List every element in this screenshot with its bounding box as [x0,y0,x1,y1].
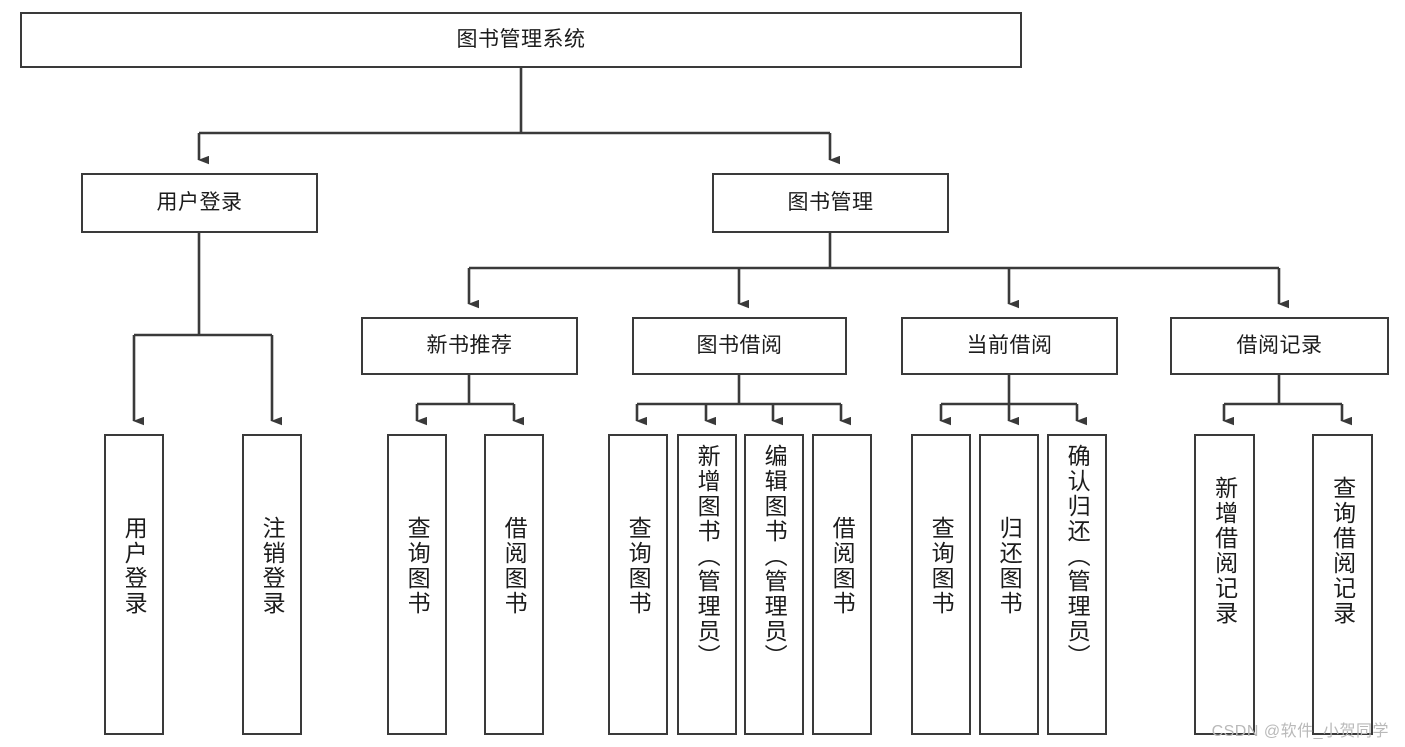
leaf-user-login-login[interactable]: 用户登录 [104,434,164,735]
leaf-label: 借阅图书 [501,516,528,616]
leaf-current-return-book[interactable]: 归还图书 [979,434,1039,735]
node-user-login[interactable]: 用户登录 [81,173,318,233]
node-label: 图书借阅 [696,333,783,357]
leaf-user-login-logout[interactable]: 注销登录 [242,434,302,735]
leaf-new-book-borrow[interactable]: 借阅图书 [484,434,544,735]
leaf-label: 查询借阅记录 [1329,476,1356,626]
leaf-label: 注销登录 [259,516,286,616]
leaf-current-confirm-return[interactable]: 确认归还（管理员） [1047,434,1107,735]
leaf-borrow-query-book[interactable]: 查询图书 [608,434,668,735]
node-label: 图书管理 [787,190,874,214]
leaf-label: 编辑图书（管理员） [761,444,788,669]
leaf-label: 用户登录 [121,516,148,616]
node-book-borrow[interactable]: 图书借阅 [632,317,847,375]
node-book-management[interactable]: 图书管理 [712,173,949,233]
leaf-label: 查询图书 [404,516,431,616]
leaf-borrow-add-book[interactable]: 新增图书（管理员） [677,434,737,735]
node-new-book-recommend[interactable]: 新书推荐 [361,317,578,375]
leaf-current-query-book[interactable]: 查询图书 [911,434,971,735]
leaf-borrow-borrow-book[interactable]: 借阅图书 [812,434,872,735]
node-label: 借阅记录 [1236,333,1323,357]
node-current-borrow[interactable]: 当前借阅 [901,317,1118,375]
node-label: 用户登录 [156,190,243,214]
node-root-system[interactable]: 图书管理系统 [20,12,1022,68]
leaf-label: 新增借阅记录 [1211,476,1238,626]
leaf-label: 查询图书 [625,516,652,616]
node-label: 图书管理系统 [456,27,586,51]
leaf-label: 归还图书 [996,516,1023,616]
leaf-record-query[interactable]: 查询借阅记录 [1312,434,1373,735]
leaf-new-book-query[interactable]: 查询图书 [387,434,447,735]
leaf-label: 查询图书 [928,516,955,616]
node-label: 新书推荐 [426,333,513,357]
leaf-borrow-edit-book[interactable]: 编辑图书（管理员） [744,434,804,735]
leaf-label: 借阅图书 [829,516,856,616]
leaf-record-add[interactable]: 新增借阅记录 [1194,434,1255,735]
leaf-label: 新增图书（管理员） [694,444,721,669]
csdn-watermark: CSDN @软件_小贺同学 [1211,723,1389,740]
leaf-label: 确认归还（管理员） [1064,444,1091,669]
node-borrow-record[interactable]: 借阅记录 [1170,317,1389,375]
node-label: 当前借阅 [966,333,1053,357]
